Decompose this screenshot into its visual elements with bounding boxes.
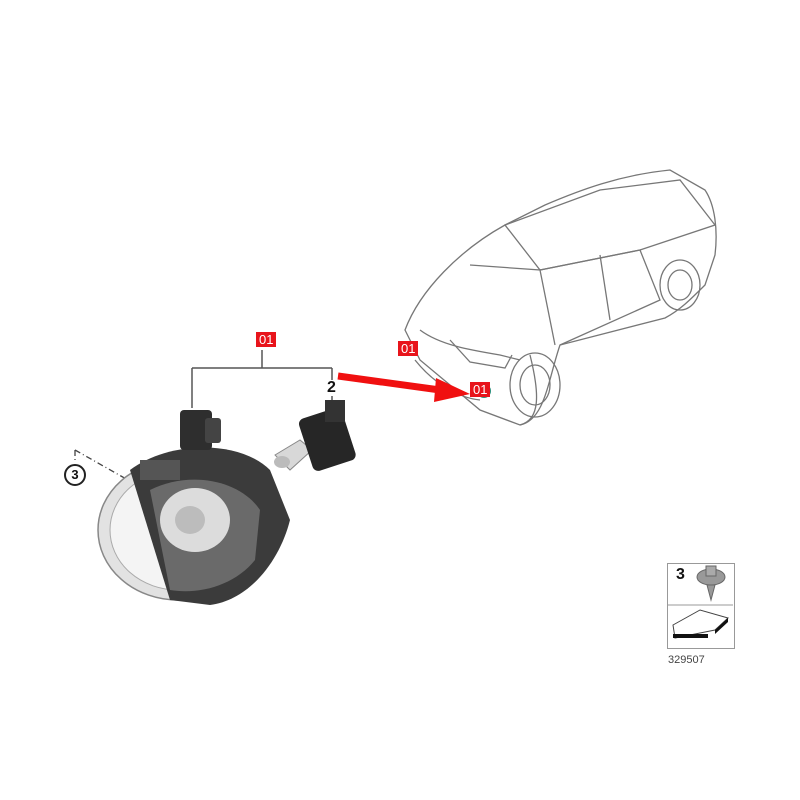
screw-callout-circle: 3: [64, 464, 86, 486]
car-right-callout-tag: 01: [470, 382, 491, 397]
legend-box: 3: [667, 563, 735, 649]
car-left-callout-tag: 01: [398, 341, 419, 356]
part-number: 329507: [668, 654, 705, 666]
bulb: [274, 400, 356, 471]
legend-icons: [667, 565, 733, 639]
legend-item-number: 3: [676, 566, 685, 583]
assembly-callout-tag: 01: [256, 332, 277, 347]
assembly-bracket: [191, 350, 333, 410]
bulb-callout-number: 2: [327, 379, 336, 396]
fog-lamp-housing: [97, 410, 290, 605]
red-arrow: [337, 372, 470, 402]
